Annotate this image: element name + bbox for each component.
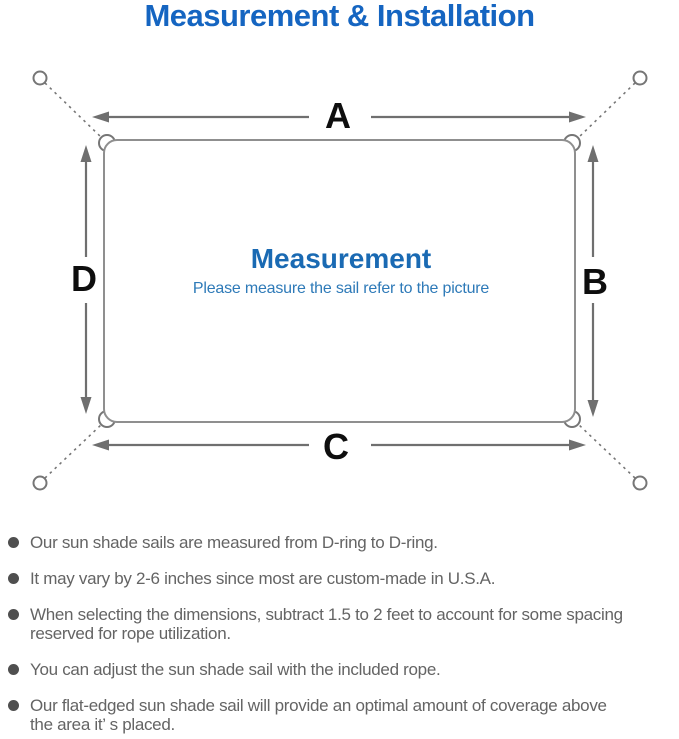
note-item: Our sun shade sails are measured from D-…	[8, 533, 674, 552]
note-text: Our flat-edged sun shade sail will provi…	[30, 696, 607, 734]
arrow-a-left-head	[92, 111, 109, 123]
note-item: Our flat-edged sun shade sail will provi…	[8, 696, 674, 734]
arrow-b-up-head	[587, 145, 599, 162]
arrow-d-down-head	[80, 397, 92, 414]
arrow-c-right-head	[569, 439, 586, 451]
page-title: Measurement & Installation	[144, 0, 535, 33]
note-line: the area it’ s placed.	[30, 715, 175, 734]
sail-center-subtext: Please measure the sail refer to the pic…	[193, 280, 490, 297]
dimension-label-c: C	[323, 426, 349, 467]
sail-center-heading: Measurement	[251, 243, 432, 274]
bullet-icon	[8, 537, 19, 548]
rope-line-bottom-left	[44, 423, 103, 479]
rope-line-top-left	[44, 82, 103, 139]
sail-outline	[103, 139, 576, 423]
dimension-label-a: A	[325, 95, 351, 136]
arrow-a-right-head	[569, 111, 586, 123]
note-text: It may vary by 2-6 inches since most are…	[30, 569, 495, 588]
measurement-diagram: A C D B Measurement Please measure the s…	[32, 70, 648, 491]
anchor-point-top-left	[32, 70, 48, 86]
rope-line-top-right	[577, 82, 636, 139]
note-line: reserved for rope utilization.	[30, 624, 231, 643]
note-text: You can adjust the sun shade sail with t…	[30, 660, 441, 679]
rope-line-bottom-right	[577, 423, 636, 479]
note-line: When selecting the dimensions, subtract …	[30, 605, 623, 624]
anchor-point-bottom-left	[32, 475, 48, 491]
dimension-label-d: D	[71, 258, 97, 299]
arrow-c-left-head	[92, 439, 109, 451]
note-text: Our sun shade sails are measured from D-…	[30, 533, 438, 552]
note-item: It may vary by 2-6 inches since most are…	[8, 569, 674, 588]
anchor-point-top-right	[632, 70, 648, 86]
notes-list: Our sun shade sails are measured from D-…	[8, 533, 674, 739]
arrow-b-down-head	[587, 400, 599, 417]
note-line: Our sun shade sails are measured from D-…	[30, 533, 438, 552]
note-text: When selecting the dimensions, subtract …	[30, 605, 623, 643]
arrow-d-up-head	[80, 145, 92, 162]
bullet-icon	[8, 700, 19, 711]
bullet-icon	[8, 573, 19, 584]
bullet-icon	[8, 664, 19, 675]
note-line: You can adjust the sun shade sail with t…	[30, 660, 441, 679]
note-item: When selecting the dimensions, subtract …	[8, 605, 674, 643]
note-line: Our flat-edged sun shade sail will provi…	[30, 696, 607, 715]
dimension-label-b: B	[582, 261, 608, 302]
note-line: It may vary by 2-6 inches since most are…	[30, 569, 496, 588]
note-item: You can adjust the sun shade sail with t…	[8, 660, 674, 679]
bullet-icon	[8, 609, 19, 620]
anchor-point-bottom-right	[632, 475, 648, 491]
